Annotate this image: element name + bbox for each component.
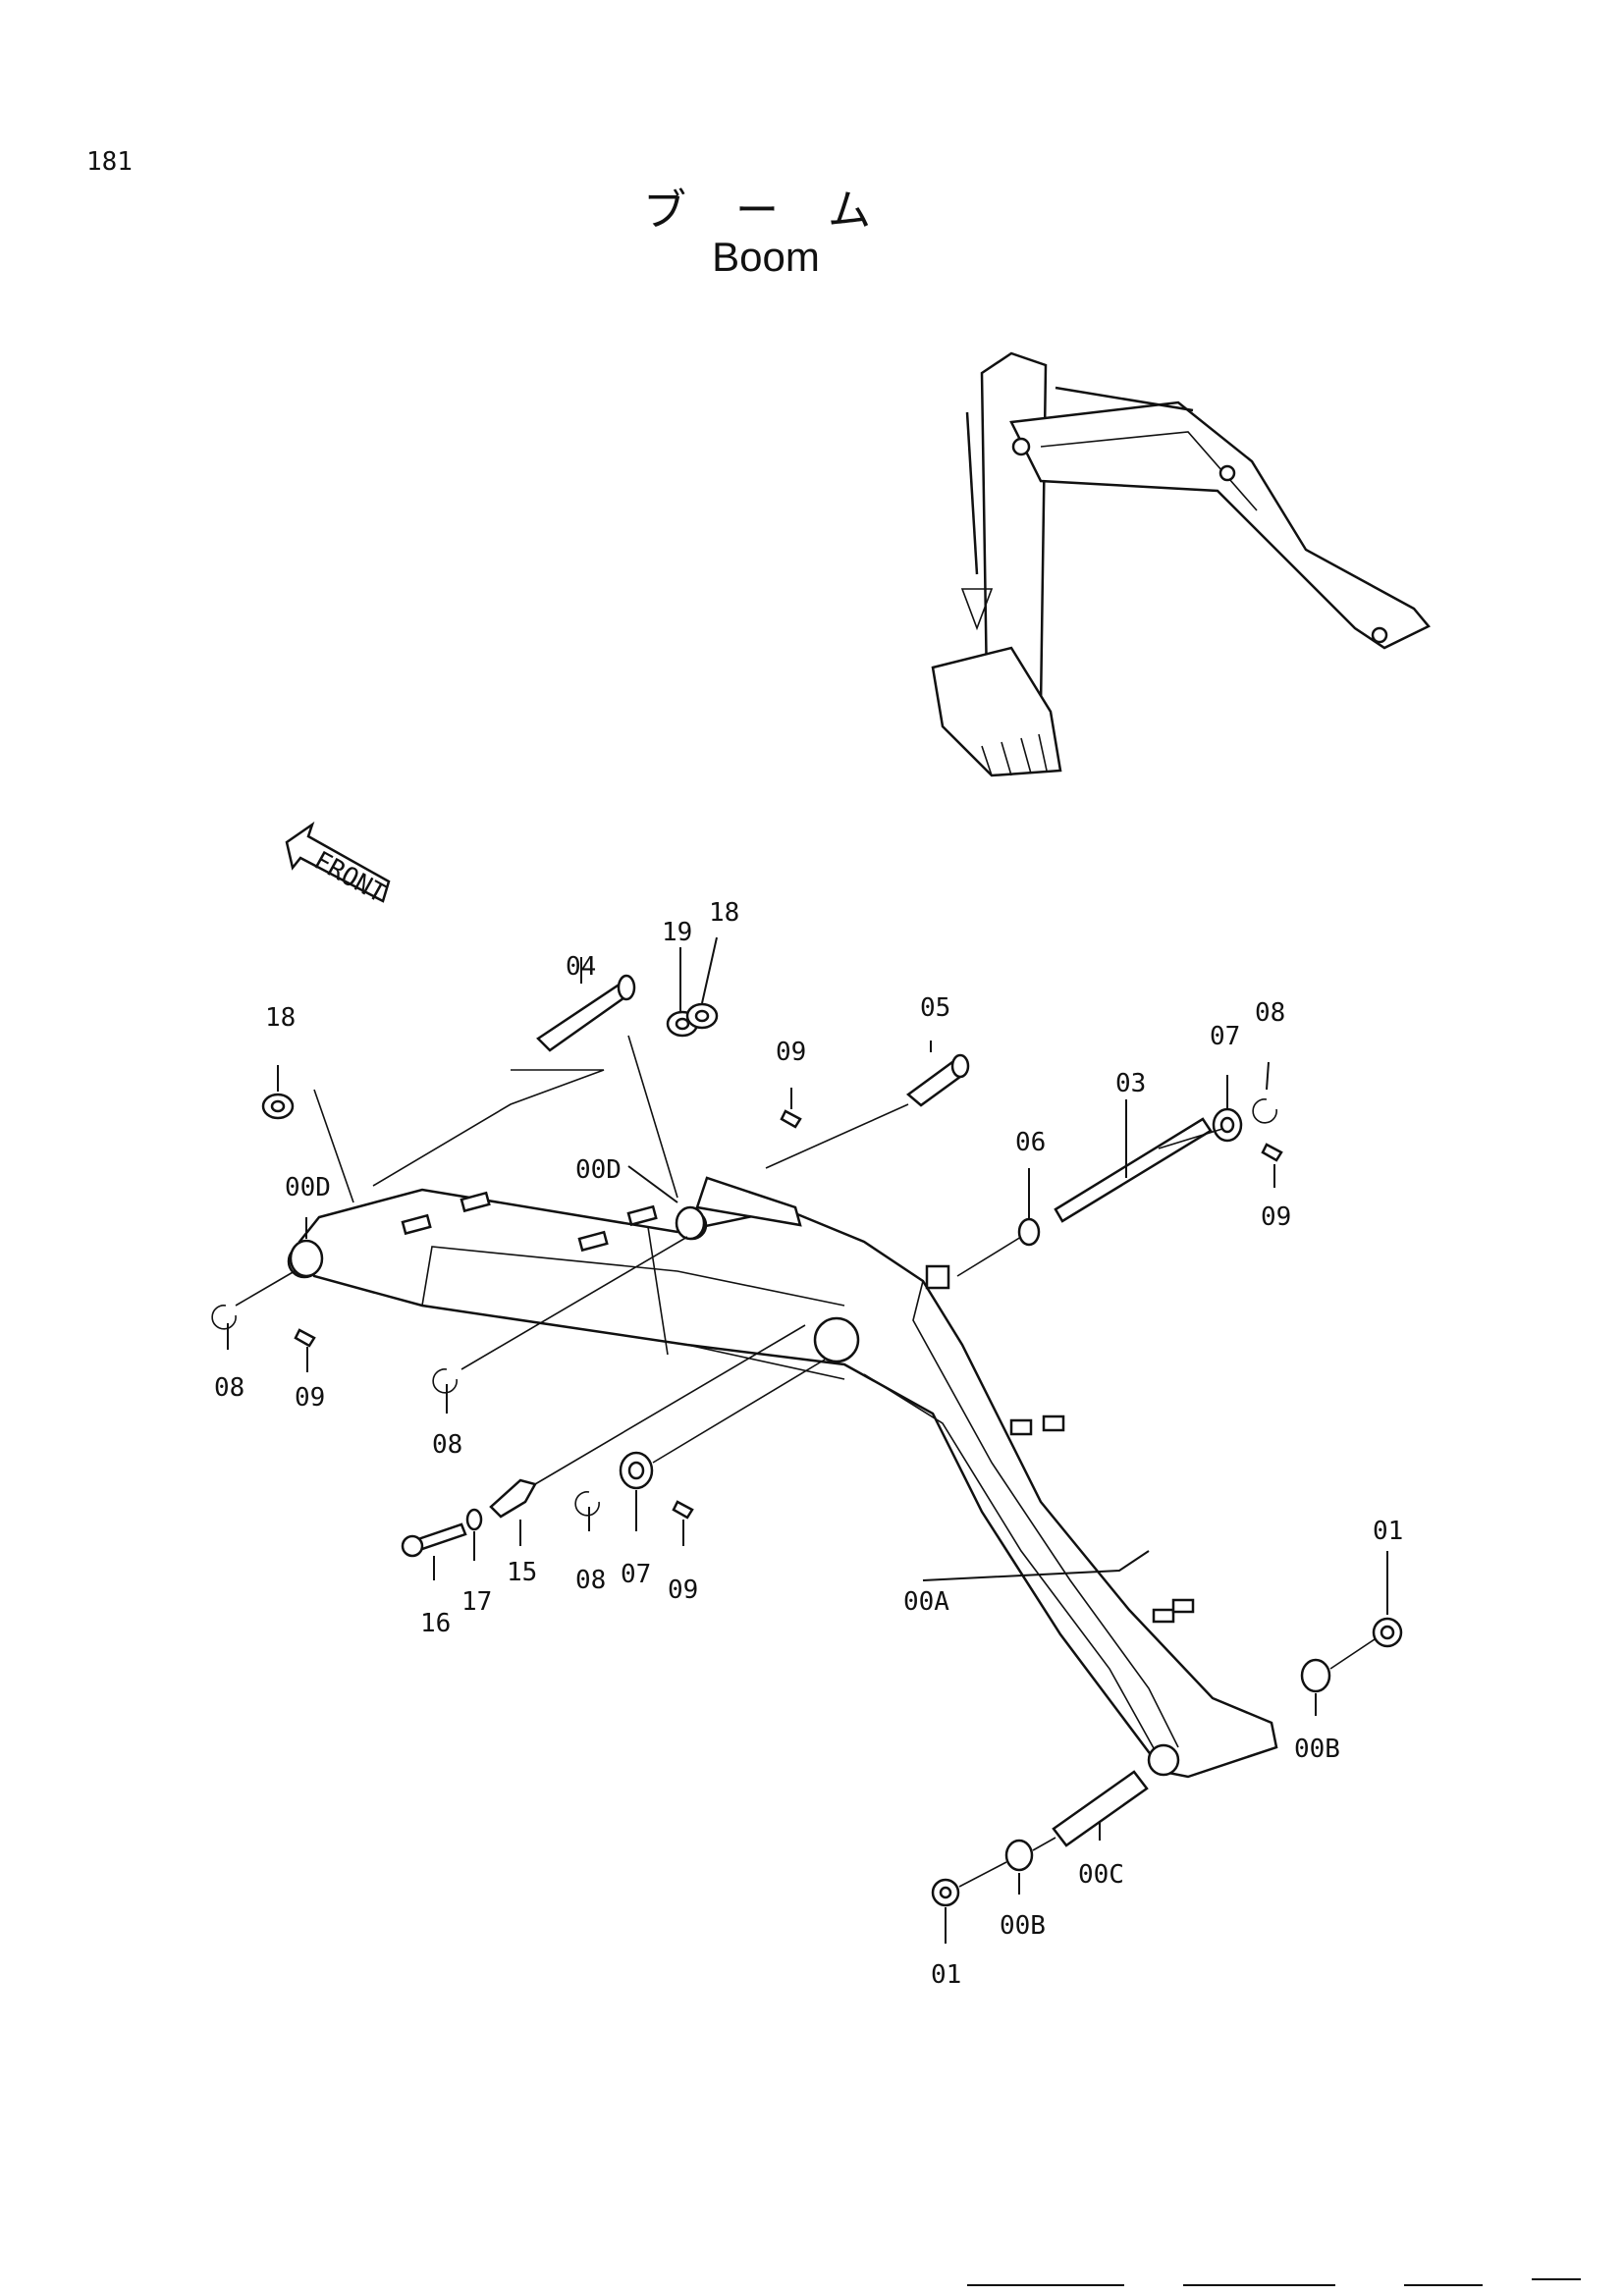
- boom-assembly: [287, 1176, 1278, 1779]
- callout-00B-bottom: 00B: [1000, 1911, 1046, 1941]
- washer-06: [1017, 1217, 1041, 1247]
- callout-19: 19: [662, 918, 692, 947]
- callout-00B-right: 00B: [1294, 1735, 1340, 1764]
- callout-18-left: 18: [265, 1003, 296, 1033]
- pipe-00C: [1052, 1770, 1149, 1847]
- snap-ring-08-mid: [432, 1368, 458, 1394]
- excavator-front-overview: [931, 351, 1431, 777]
- callout-08-bottom: 08: [575, 1566, 606, 1595]
- callout-08-right: 08: [1255, 998, 1285, 1028]
- callout-05: 05: [920, 993, 950, 1023]
- snap-ring-08-bottom: [574, 1491, 600, 1517]
- pin-03: [1054, 1117, 1213, 1223]
- callout-00D-mid: 00D: [575, 1155, 622, 1185]
- callout-07-bottom: 07: [621, 1560, 651, 1589]
- snap-ring-08-right: [1252, 1098, 1277, 1124]
- callout-16: 16: [420, 1609, 451, 1638]
- dowel-09-bottom: [672, 1500, 694, 1520]
- callout-00D-left: 00D: [285, 1173, 331, 1202]
- footer-rules: [967, 2278, 1581, 2286]
- callout-15: 15: [507, 1558, 537, 1587]
- page-number: 181: [86, 147, 133, 177]
- pin-04: [536, 982, 632, 1052]
- dowel-09-top: [780, 1109, 802, 1129]
- callout-09-top: 09: [776, 1038, 806, 1067]
- washer-17: [465, 1508, 483, 1531]
- bushing-00D-left: [289, 1239, 324, 1278]
- front-arrow-label: FRONT: [309, 846, 391, 909]
- callout-17: 17: [461, 1587, 492, 1617]
- callout-09-bottom: 09: [668, 1575, 698, 1605]
- callout-03: 03: [1115, 1069, 1146, 1098]
- callout-04: 04: [566, 952, 596, 982]
- callout-01-right: 01: [1373, 1517, 1403, 1546]
- dowel-09-right: [1261, 1143, 1283, 1162]
- snap-ring-08-left: [211, 1305, 237, 1330]
- callout-09-right: 09: [1261, 1202, 1291, 1232]
- callout-01-bottom: 01: [931, 1960, 961, 1990]
- callout-labels: 04 19 18 18 05 09 03 07 08 06 09 00D 00D…: [214, 898, 1403, 1990]
- page-title-english: Boom: [712, 234, 820, 280]
- front-direction-arrow: FRONT: [285, 821, 391, 909]
- callout-07-right: 07: [1210, 1022, 1240, 1051]
- bushing-00B-bottom: [1004, 1839, 1034, 1872]
- plate-15: [489, 1478, 537, 1519]
- dowel-09-left: [294, 1328, 316, 1348]
- callout-08-left: 08: [214, 1373, 244, 1403]
- page-title-japanese: ブ ー ム: [643, 186, 889, 236]
- callout-06: 06: [1015, 1128, 1046, 1157]
- callout-00C: 00C: [1078, 1860, 1124, 1890]
- callout-09-left: 09: [295, 1383, 325, 1413]
- bushing-00D-mid: [675, 1205, 706, 1241]
- leader-lines: [227, 936, 1388, 1944]
- callout-00A: 00A: [903, 1587, 949, 1617]
- callout-08-mid: 08: [432, 1430, 462, 1460]
- bushing-00B-right: [1300, 1658, 1331, 1693]
- callout-18-top: 18: [709, 898, 739, 928]
